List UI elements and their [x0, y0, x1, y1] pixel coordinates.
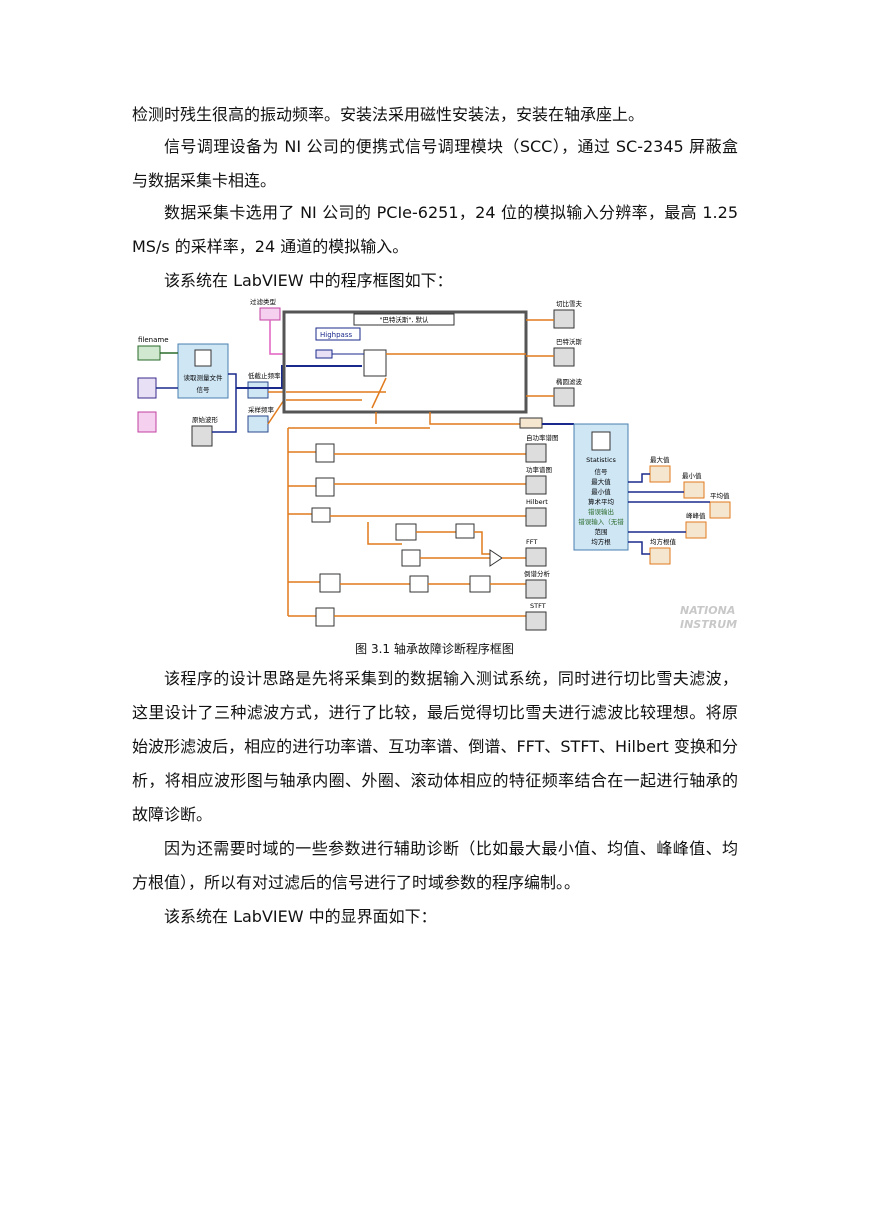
label-raw-waveform: 原始波形 — [192, 415, 219, 424]
label-hilbert: Hilbert — [526, 498, 548, 506]
enum-constant — [315, 349, 333, 359]
stft-vi — [315, 607, 335, 627]
label-statistics: Statistics — [586, 456, 616, 464]
error-terminal — [137, 377, 157, 399]
label-elliptic: 椭圆滤波 — [556, 377, 583, 386]
inverse-fft-vi — [469, 575, 491, 593]
cepstrum-graph — [525, 579, 547, 599]
filter-type-control — [259, 307, 281, 321]
label-stft: STFT — [530, 602, 546, 610]
figure-caption: 图 3.1 轴承故障诊断程序框图 — [355, 642, 514, 656]
label-low-cutoff: 低截止频率 — [248, 371, 281, 380]
label-butterworth: 巴特沃斯 — [556, 337, 583, 346]
read-file-icon — [194, 349, 212, 367]
label-cross-power: 功率谱图 — [526, 465, 552, 474]
filter-vi — [363, 349, 387, 377]
elliptic-graph — [553, 387, 575, 407]
label-auto-power: 自功率谱图 — [526, 433, 559, 442]
label-filename: filename — [138, 336, 169, 344]
hilbert-graph — [525, 507, 547, 527]
label-stat-min: 最小值 — [591, 487, 611, 496]
label-stat-err-in: 错误输入（无错 — [578, 517, 624, 526]
label-highpass: Highpass — [320, 331, 352, 339]
label-signal: 信号 — [197, 385, 211, 394]
string-terminal — [137, 411, 157, 433]
out-mean-indicator — [709, 501, 731, 519]
statistics-icon — [591, 431, 611, 451]
paragraph-7: 该系统在 LabVIEW 中的显界面如下： — [164, 907, 437, 926]
cross-power-graph — [525, 475, 547, 495]
auto-power-graph — [525, 443, 547, 463]
out-rms-indicator — [649, 547, 671, 565]
fft-graph — [525, 547, 547, 567]
auto-power-vi — [315, 443, 335, 463]
low-cutoff-control — [247, 381, 269, 399]
stft-graph — [525, 611, 547, 631]
paragraph-2: 信号调理设备为 NI 公司的便携式信号调理模块（SCC），通过 SC-2345 … — [132, 137, 738, 190]
out-min-indicator — [683, 481, 705, 499]
label-case-selector: "巴特沃斯", 默认 — [379, 315, 429, 324]
highpass-ring — [315, 327, 361, 341]
paragraph-3: 数据采集卡选用了 NI 公司的 PCIe-6251，24 位的模拟输入分辨率，最… — [132, 203, 738, 256]
sample-rate-control — [247, 415, 269, 433]
label-cepstrum: 倒谱分析 — [524, 569, 551, 578]
label-watermark-1: NATIONA — [680, 604, 735, 617]
fft-vi — [395, 523, 417, 541]
cross-power-vi — [315, 477, 335, 497]
label-out-rms: 均方根值 — [650, 537, 677, 546]
hilbert-vi — [311, 507, 331, 523]
label-stat-err-out: 错误输出 — [588, 507, 614, 516]
case-structure — [282, 310, 528, 414]
case-selector — [353, 313, 455, 326]
multiply-node — [489, 549, 503, 567]
label-out-mean: 平均值 — [710, 491, 730, 500]
label-stat-mean: 算术平均 — [588, 497, 615, 506]
labview-block-diagram: filename 读取测量文件 信号 原始波形 过滤类型 低截止频率 采样频率 … — [137, 297, 737, 631]
paragraph-4: 该系统在 LabVIEW 中的程序框图如下： — [164, 271, 453, 290]
label-sample-rate: 采样频率 — [248, 405, 275, 414]
out-pp-indicator — [685, 521, 707, 539]
label-stat-max: 最大值 — [591, 477, 611, 486]
label-stat-range: 范围 — [595, 527, 608, 536]
label-stat-rms: 均方根 — [591, 537, 611, 546]
paragraph-1: 检测时残生很高的振动频率。安装法采用磁性安装法，安装在轴承座上。 — [132, 105, 645, 124]
paragraph-6: 因为还需要时域的一些参数进行辅助诊断（比如最大最小值、均值、峰峰值、均方根值），… — [132, 839, 738, 892]
label-out-pp: 峰峰值 — [686, 511, 706, 520]
label-chebyshev: 切比雪夫 — [556, 299, 583, 308]
label-read-file: 读取测量文件 — [184, 373, 224, 382]
paragraph-5: 该程序的设计思路是先将采集到的数据输入测试系统，同时进行切比雪夫滤波，这里设计了… — [132, 669, 738, 824]
label-out-max: 最大值 — [650, 455, 670, 464]
dynamic-data-converter — [519, 417, 543, 429]
filename-terminal — [137, 345, 161, 361]
magnitude-vi — [455, 523, 475, 539]
label-watermark-2: INSTRUM — [680, 618, 737, 631]
raw-waveform-graph — [191, 425, 213, 447]
cepstrum-vi — [319, 573, 341, 593]
label-fft: FFT — [526, 538, 537, 546]
label-filter-type: 过滤类型 — [250, 297, 277, 306]
out-max-indicator — [649, 465, 671, 483]
fft-index-vi — [401, 549, 421, 567]
butterworth-graph — [553, 347, 575, 367]
label-out-min: 最小值 — [682, 471, 702, 480]
log-vi — [409, 575, 429, 593]
label-stat-signal: 信号 — [595, 467, 609, 476]
chebyshev-graph — [553, 309, 575, 329]
